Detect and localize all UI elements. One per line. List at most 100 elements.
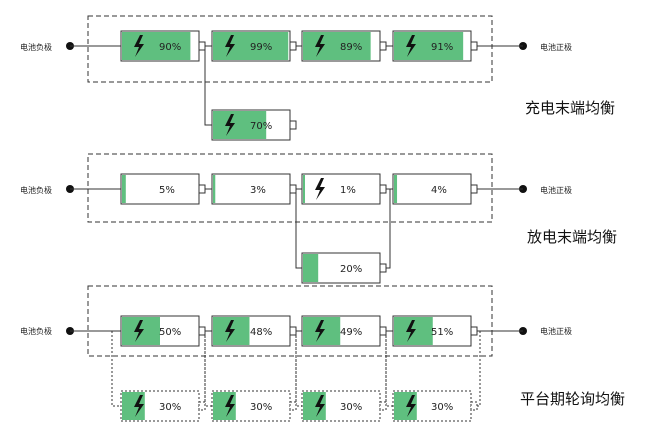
cell-terminal <box>289 184 297 194</box>
cell-percentage: 91% <box>431 42 453 53</box>
discharge-neg-label: 电池负极 <box>20 185 52 195</box>
cell-percentage: 49% <box>340 327 362 338</box>
rotation-balancer-cell-4: 30% <box>392 390 478 422</box>
cell-percentage: 20% <box>340 264 362 275</box>
cell-terminal <box>289 41 297 51</box>
rotation-balancer-wire-left <box>295 331 302 407</box>
cell-terminal <box>470 184 478 194</box>
cell-percentage: 30% <box>159 402 181 413</box>
cell-charge-fill <box>394 32 464 60</box>
rotation-neg-label: 电池负极 <box>20 326 52 336</box>
discharge-cell-1: 5% <box>120 173 206 205</box>
cell-body <box>120 173 200 205</box>
rotation-balancer-wire-right <box>477 331 481 407</box>
lightning-bolt-icon <box>406 320 416 342</box>
cell-charge-fill <box>122 175 126 203</box>
lightning-bolt-icon <box>315 320 325 342</box>
cell-terminal <box>379 401 387 411</box>
lightning-bolt-icon <box>225 114 235 136</box>
cell-percentage: 51% <box>431 327 453 338</box>
cell-charge-fill <box>394 175 398 203</box>
cell-percentage: 30% <box>250 402 272 413</box>
cell-percentage: 4% <box>431 185 447 196</box>
rotation-cell-3: 49% <box>301 315 387 347</box>
rotation-balancer-wire-left <box>385 331 393 407</box>
charge-cell-1: 90% <box>120 30 206 62</box>
cell-terminal <box>379 326 387 336</box>
cell-terminal <box>379 263 387 273</box>
cell-percentage: 3% <box>250 185 266 196</box>
cell-percentage: 30% <box>340 402 362 413</box>
rotation-pos-label: 电池正极 <box>540 326 572 336</box>
rotation-balancer-wire-left <box>204 331 212 407</box>
rotation-balancer-cell-3: 30% <box>301 390 387 422</box>
cell-terminal <box>289 326 297 336</box>
rotation-balancer-wire-left <box>111 331 121 407</box>
discharge-balancer-cell: 20% <box>301 252 387 284</box>
lightning-bolt-icon <box>315 35 325 57</box>
cell-terminal <box>470 326 478 336</box>
cell-charge-fill <box>213 111 267 139</box>
discharge-balancer-wire-left <box>295 189 302 269</box>
charge-cell-3: 89% <box>301 30 387 62</box>
cell-terminal <box>198 184 206 194</box>
charge-section-frame <box>87 15 493 83</box>
discharge-section-frame <box>87 153 493 223</box>
rotation-title: 平台期轮询均衡 <box>520 390 625 408</box>
cell-percentage: 1% <box>340 185 356 196</box>
cell-charge-fill <box>303 175 305 203</box>
lightning-bolt-icon <box>315 178 325 200</box>
cell-percentage: 90% <box>159 42 181 53</box>
cell-terminal <box>289 120 297 130</box>
cell-percentage: 99% <box>250 42 272 53</box>
battery-cells: 90% 99% 89% 91% 70% 5% 3% 1% 4% 20% 50% 48% 49% 51% 30… <box>120 30 478 422</box>
cell-terminal <box>198 401 206 411</box>
labels: 电池负极 电池正极 充电末端均衡 电池负极 电池正极 放电末端均衡 电池负极 电… <box>20 42 625 408</box>
discharge-pos-label: 电池正极 <box>540 185 572 195</box>
lightning-bolt-icon <box>225 395 235 417</box>
rotation-cell-1: 50% <box>120 315 206 347</box>
cell-percentage: 89% <box>340 42 362 53</box>
rotation-cell-2: 48% <box>211 315 297 347</box>
rotation-balancer-cell-1: 30% <box>120 390 206 422</box>
cell-terminal <box>470 401 478 411</box>
charge-pos-label: 电池正极 <box>540 42 572 52</box>
cell-body <box>392 173 472 205</box>
rotation-balancer-cell-2: 30% <box>211 390 297 422</box>
cell-percentage: 5% <box>159 185 175 196</box>
discharge-cell-3: 1% <box>301 173 387 205</box>
discharge-cell-4: 4% <box>392 173 478 205</box>
lightning-bolt-icon <box>134 320 144 342</box>
discharge-title: 放电末端均衡 <box>527 228 617 246</box>
cell-terminal <box>198 41 206 51</box>
wires <box>66 42 527 407</box>
lightning-bolt-icon <box>315 395 325 417</box>
rotation-cell-4: 51% <box>392 315 478 347</box>
cell-charge-fill <box>303 254 319 282</box>
cell-body <box>211 173 291 205</box>
cell-charge-fill <box>122 32 191 60</box>
charge-title: 充电末端均衡 <box>525 99 615 117</box>
rotation-section-frame <box>87 285 493 357</box>
charge-balancer-wire-left <box>204 46 212 126</box>
section-frames <box>87 15 493 357</box>
cell-percentage: 50% <box>159 327 181 338</box>
discharge-balancer-wire-right <box>386 189 391 269</box>
cell-body <box>301 173 381 205</box>
cell-terminal <box>379 41 387 51</box>
lightning-bolt-icon <box>225 35 235 57</box>
charge-cell-2: 99% <box>211 30 297 62</box>
cell-terminal <box>470 41 478 51</box>
cell-terminal <box>379 184 387 194</box>
cell-percentage: 30% <box>431 402 453 413</box>
lightning-bolt-icon <box>406 395 416 417</box>
charge-balancer-cell: 70% <box>211 109 297 141</box>
cell-charge-fill <box>213 175 216 203</box>
lightning-bolt-icon <box>134 35 144 57</box>
cell-charge-fill <box>303 32 371 60</box>
lightning-bolt-icon <box>225 320 235 342</box>
lightning-bolt-icon <box>134 395 144 417</box>
lightning-bolt-icon <box>406 35 416 57</box>
